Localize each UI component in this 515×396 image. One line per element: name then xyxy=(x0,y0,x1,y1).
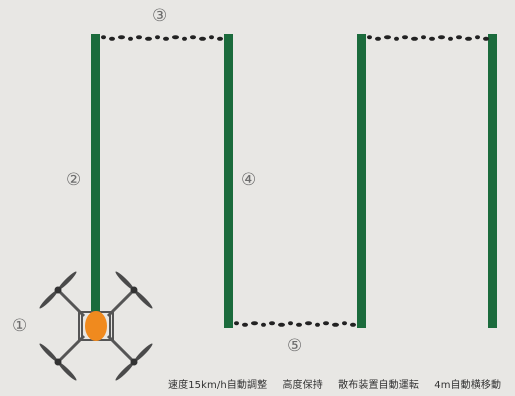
propeller-icon xyxy=(39,343,77,381)
drone-body xyxy=(85,311,107,341)
spray-droplet xyxy=(145,36,152,41)
spray-droplet xyxy=(421,35,426,40)
spray-droplet xyxy=(251,321,258,326)
spray-droplet xyxy=(367,35,372,40)
step-label-5: ⑤ xyxy=(287,336,303,356)
spray-droplet xyxy=(429,36,435,41)
spray-droplet xyxy=(172,35,179,40)
spray-droplet xyxy=(411,36,418,41)
propeller-icon xyxy=(115,271,153,309)
spray-segment-top-1 xyxy=(101,35,223,41)
spray-droplet xyxy=(394,36,399,41)
step-label-3: ③ xyxy=(152,6,168,26)
spray-droplet xyxy=(118,35,125,40)
step-label-2: ② xyxy=(66,170,82,190)
spray-segment-top-2 xyxy=(367,35,489,41)
spray-droplet xyxy=(465,36,472,41)
spray-droplet xyxy=(384,35,391,40)
spray-droplet xyxy=(296,322,302,327)
spray-droplet xyxy=(209,35,214,40)
spray-droplet xyxy=(456,35,462,40)
caption-altitude: 高度保持 xyxy=(282,380,323,391)
path-leg-2 xyxy=(224,34,233,328)
spray-droplet xyxy=(199,36,206,41)
propeller-icon xyxy=(115,343,153,381)
spray-droplet xyxy=(402,35,408,40)
spray-droplet xyxy=(342,321,347,326)
caption-sprayer: 散布装置自動運転 xyxy=(338,380,419,391)
spray-droplet xyxy=(305,321,312,326)
spray-droplet xyxy=(261,322,266,327)
spray-droplet xyxy=(242,322,248,327)
spray-droplet xyxy=(375,36,381,41)
spray-droplet xyxy=(234,321,239,326)
spray-droplet xyxy=(448,36,453,41)
caption-lateral: 4m自動横移動 xyxy=(434,380,502,391)
spray-segment-bottom-1 xyxy=(234,321,356,327)
drone-icon xyxy=(39,271,153,381)
propeller-icon xyxy=(39,271,77,309)
spray-droplet xyxy=(269,321,275,326)
step-label-4: ④ xyxy=(241,170,257,190)
step-label-1: ① xyxy=(12,316,28,336)
spray-droplet xyxy=(136,35,142,40)
spray-droplet xyxy=(109,36,115,41)
spray-droplet xyxy=(288,321,293,326)
spray-droplet xyxy=(128,36,133,41)
spray-droplet xyxy=(438,35,445,40)
path-leg-1 xyxy=(91,34,100,316)
spray-droplet xyxy=(332,322,339,327)
spray-droplet xyxy=(190,35,196,40)
spray-droplet xyxy=(350,322,356,327)
spray-droplet xyxy=(323,321,329,326)
feature-caption: 速度15km/h自動調整 高度保持 散布装置自動運転 4m自動横移動 xyxy=(168,376,501,391)
spray-droplet xyxy=(475,35,480,40)
caption-speed: 速度15km/h自動調整 xyxy=(168,380,268,391)
spray-droplet xyxy=(163,36,169,41)
spray-droplet xyxy=(483,36,489,41)
spray-droplet xyxy=(315,322,320,327)
path-leg-3 xyxy=(357,34,366,328)
spray-droplet xyxy=(101,35,106,40)
path-leg-4 xyxy=(488,34,497,328)
spray-droplet xyxy=(155,35,160,40)
spray-droplet xyxy=(182,36,187,41)
spray-droplet xyxy=(217,36,223,41)
spray-droplet xyxy=(278,322,285,327)
